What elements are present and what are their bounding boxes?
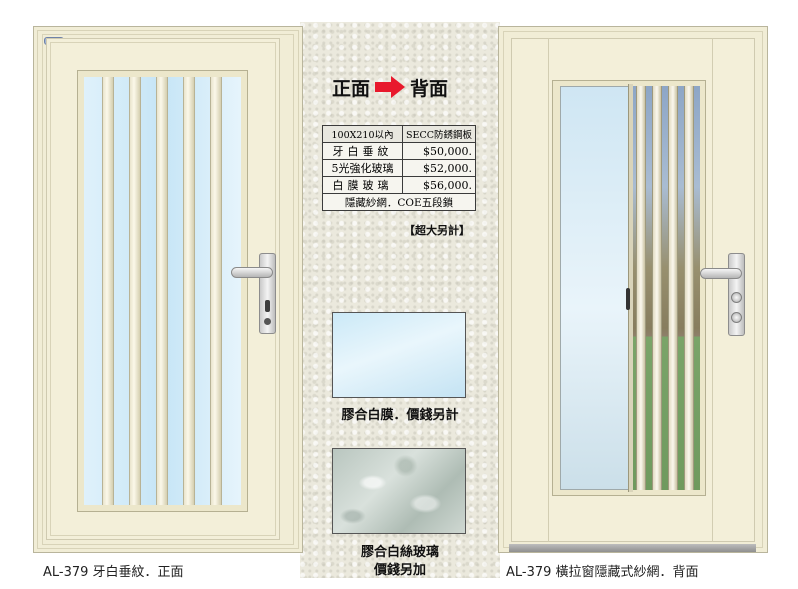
row-price: $50,000.	[402, 142, 476, 160]
keyhole-icon	[264, 318, 271, 325]
vertical-bar	[652, 86, 662, 490]
swatch-laminated-silk-glass	[332, 448, 466, 534]
price-table: 100X210以內 SECC防銹鋼板 牙白垂紋 $50,000. 5光強化玻璃 …	[321, 125, 476, 211]
front-door-frame-bevel	[37, 30, 299, 549]
vertical-bar	[210, 77, 222, 505]
header-material: SECC防銹鋼板	[402, 125, 476, 143]
header-size: 100X210以內	[321, 125, 404, 143]
right-arrow-icon	[375, 76, 406, 98]
front-door-label: AL-379 牙白垂紋．正面	[43, 565, 184, 580]
vertical-bar	[668, 86, 678, 490]
row-price: $56,000.	[402, 176, 476, 194]
features-cell: 隱藏紗網．COE五段鎖	[322, 193, 476, 211]
door-handle-icon	[700, 268, 742, 279]
row-price: $52,000.	[402, 159, 476, 177]
table-row: 5光強化玻璃 $52,000.	[321, 159, 476, 177]
back-door-stile	[712, 38, 713, 542]
keyhole-icon	[626, 288, 630, 310]
swatch-caption: 膠合白膜．價錢另計	[341, 408, 459, 423]
vertical-bar	[636, 86, 646, 490]
row-name: 5光強化玻璃	[321, 159, 404, 177]
vertical-bar	[129, 77, 141, 505]
back-door-stile	[548, 38, 549, 542]
back-door-sliding-screen	[560, 86, 630, 490]
back-door-threshold	[509, 544, 756, 552]
row-name: 白膜玻璃	[321, 176, 404, 194]
heading-front: 正面	[332, 77, 371, 100]
front-door-frame-bevel-inner	[42, 34, 294, 545]
vertical-bar	[102, 77, 114, 505]
swatch-caption: 價錢另加	[373, 563, 426, 578]
vertical-bar	[156, 77, 168, 505]
table-row: 牙白垂紋 $50,000.	[321, 142, 476, 160]
keyhole-icon	[265, 300, 270, 312]
price-table-header: 100X210以內 SECC防銹鋼板	[321, 125, 476, 143]
door-handle-icon	[231, 267, 273, 278]
heading-back: 背面	[410, 77, 449, 100]
swatch-caption: 膠合白絲玻璃	[360, 545, 439, 560]
page-heading: 正面 背面	[332, 72, 448, 102]
vertical-bar	[183, 77, 195, 505]
table-row: 隱藏紗網．COE五段鎖	[322, 193, 476, 211]
back-door-label: AL-379 橫拉窗隱藏式紗網．背面	[506, 565, 699, 580]
swatch-laminated-white-film	[332, 312, 466, 398]
vertical-bar	[684, 86, 694, 490]
thumb-turn-icon	[731, 292, 742, 303]
oversize-note: 【超大另計】	[404, 224, 470, 237]
thumb-turn-icon	[731, 312, 742, 323]
row-name: 牙白垂紋	[321, 142, 404, 160]
table-row: 白膜玻璃 $56,000.	[321, 176, 476, 194]
